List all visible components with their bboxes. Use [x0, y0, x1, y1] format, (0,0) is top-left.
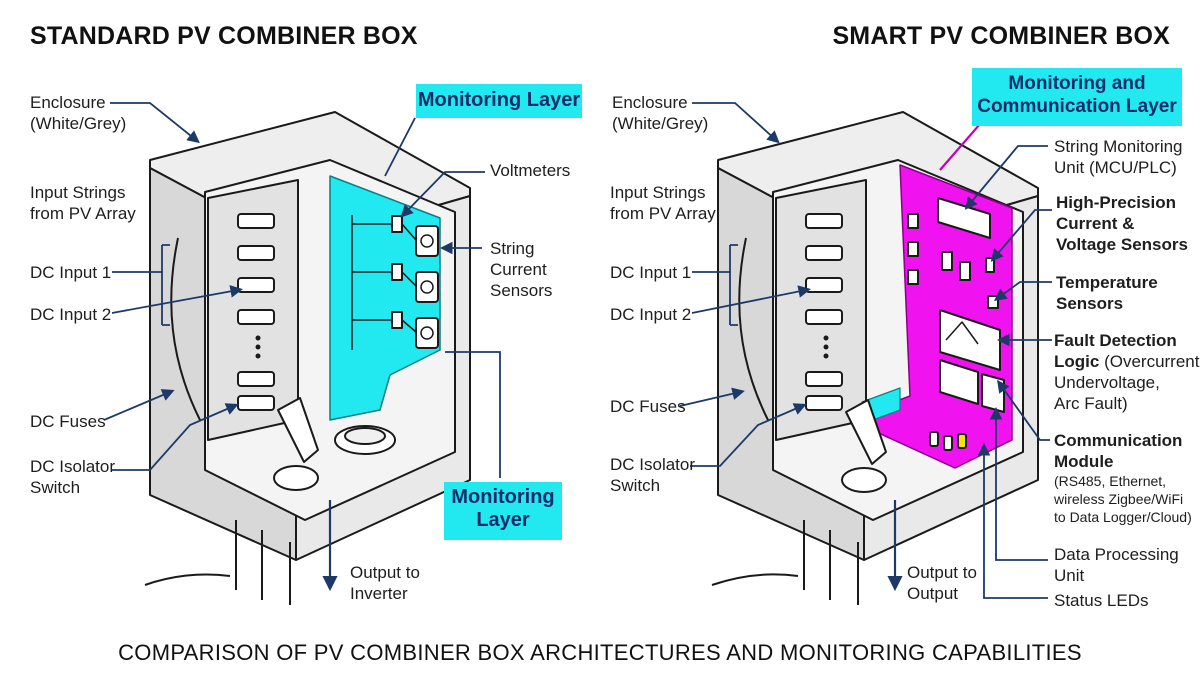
smart-dc-input-1-label: DC Input 1 — [610, 263, 692, 282]
monitoring-layer-callout-top: Monitoring Layer — [417, 89, 581, 111]
smart-layer-callout-box — [972, 68, 1182, 126]
figure-caption: COMPARISON OF PV COMBINER BOX ARCHITECTU… — [118, 640, 1082, 665]
status-leds-label: Status LEDs — [1054, 591, 1149, 610]
smart-leader-lines — [679, 102, 1052, 599]
fault-detection-label: Fault Detection Logic (Overcurrent, Unde… — [1054, 331, 1200, 413]
smart-dc-fuses-label: DC Fuses — [610, 397, 686, 416]
standard-enclosure-label: Enclosure(White/Grey) — [30, 93, 127, 133]
smart-title: SMART PV COMBINER BOX — [832, 22, 1170, 50]
standard-title: STANDARD PV COMBINER BOX — [30, 22, 418, 50]
standard-dc-input-2-label: DC Input 2 — [30, 305, 112, 324]
standard-leader-lines — [103, 102, 501, 592]
smart-dc-input-2-label: DC Input 2 — [610, 305, 692, 324]
voltmeters-label: Voltmeters — [490, 161, 571, 180]
smart-enclosure-label: Enclosure(White/Grey) — [612, 93, 709, 133]
communication-module-label: Communication Module (RS485, Ethernet, w… — [1054, 431, 1192, 525]
smart-box — [711, 111, 1039, 605]
standard-dc-input-1-label: DC Input 1 — [30, 263, 112, 282]
monitoring-layer-callout-top-box — [416, 84, 582, 118]
monitoring-layer-callout-bottom-box — [444, 482, 562, 540]
standard-dc-fuses-label: DC Fuses — [30, 412, 106, 431]
standard-box — [144, 111, 471, 605]
